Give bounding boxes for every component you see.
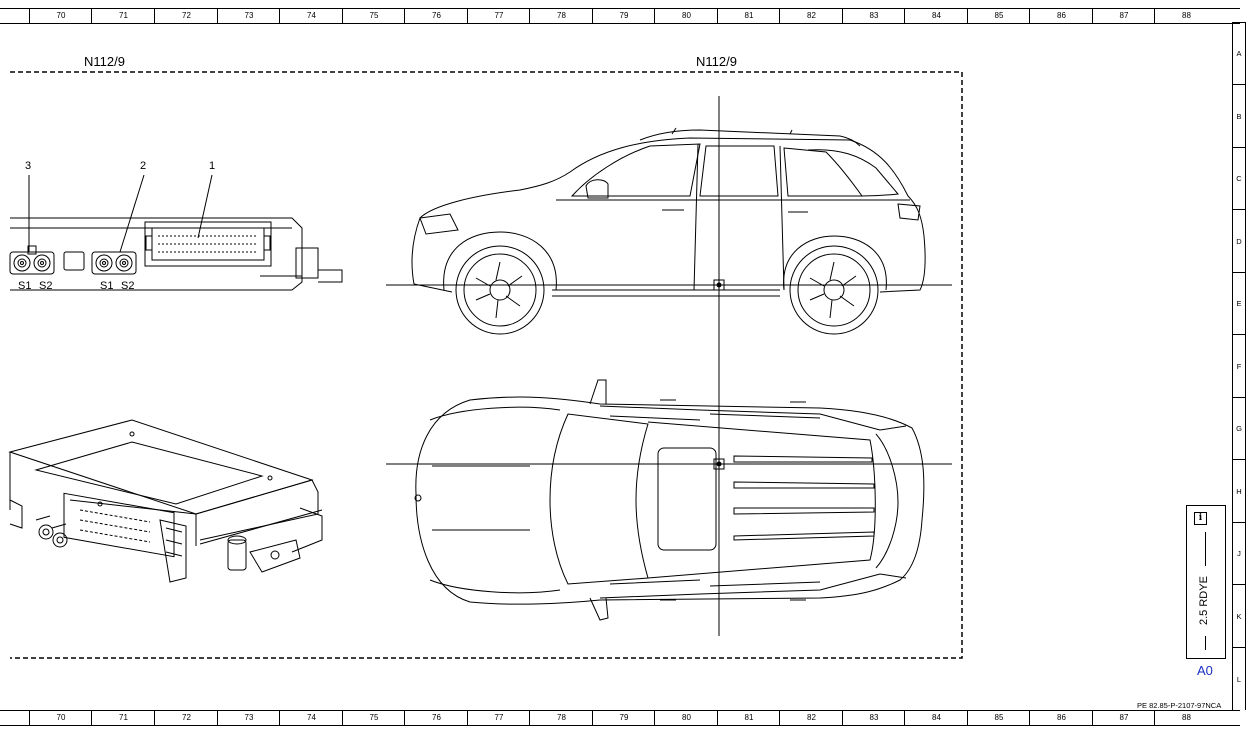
component-position-marker-top: [713, 458, 725, 470]
wire-spec-label: 2.5 RDYE: [1189, 566, 1219, 636]
row-cell: G: [1233, 397, 1245, 460]
row-cell: C: [1233, 147, 1245, 210]
ruler-cell: 79: [592, 9, 655, 23]
control-unit-front-view: [9, 174, 343, 291]
component-label-left: N112/9: [84, 54, 125, 69]
ruler-cell: 82: [779, 711, 843, 725]
ruler-cell: 77: [467, 711, 530, 725]
ruler-cell: 72: [154, 711, 218, 725]
connector-label-s1: S1: [100, 280, 114, 292]
row-cell: D: [1233, 209, 1245, 273]
ruler-cell: 73: [217, 9, 280, 23]
top-grid-ruler: 70 71 72 73 74 75 76 77 78 79 80 81 82 8…: [0, 8, 1240, 24]
ruler-cell: 80: [654, 711, 718, 725]
ruler-cell: 71: [91, 9, 155, 23]
row-cell: H: [1233, 459, 1245, 523]
row-grid-ruler: A B C D E F G H J K L: [1232, 22, 1246, 710]
ruler-cell: 74: [279, 9, 343, 23]
coax-connector-group-1: [9, 245, 55, 275]
control-unit-isometric-view: [8, 419, 323, 583]
leader-line-1: [197, 174, 213, 239]
row-cell: K: [1233, 584, 1245, 648]
ruler-cell: 85: [967, 9, 1030, 23]
row-cell: J: [1233, 522, 1245, 585]
row-cell: F: [1233, 334, 1245, 398]
info-icon[interactable]: i: [1194, 512, 1207, 525]
ruler-cell: 75: [342, 9, 405, 23]
ruler-cell: 86: [1029, 9, 1093, 23]
row-cell: A: [1233, 22, 1245, 85]
row-cell: L: [1233, 647, 1245, 711]
component-label-right: N112/9: [696, 54, 737, 69]
ruler-cell: 78: [529, 9, 593, 23]
ruler-cell: 79: [592, 711, 655, 725]
ruler-cell: 73: [217, 711, 280, 725]
ruler-cell: 71: [91, 711, 155, 725]
callout-1: 1: [209, 160, 216, 172]
callout-2: 2: [140, 160, 147, 172]
component-boundary: [10, 71, 963, 659]
ruler-cell: 80: [654, 9, 718, 23]
leader-line-2: [119, 174, 145, 253]
row-cell: B: [1233, 84, 1245, 148]
callout-3: 3: [25, 160, 32, 172]
connection-link-a0[interactable]: A0: [1197, 663, 1213, 678]
ruler-cell: 82: [779, 9, 843, 23]
ruler-cell: 70: [29, 711, 92, 725]
ruler-cell: 78: [529, 711, 593, 725]
ruler-cell: 83: [842, 711, 905, 725]
ruler-cell: 87: [1092, 9, 1155, 23]
coax-connector-group-2: [91, 251, 137, 275]
ruler-cell: 72: [154, 9, 218, 23]
vehicle-side-view: [386, 96, 952, 400]
ruler-cell: 84: [904, 9, 968, 23]
connector-label-s2: S2: [39, 280, 53, 292]
ruler-cell: 76: [404, 711, 468, 725]
ruler-cell: 81: [717, 711, 780, 725]
ruler-cell: 83: [842, 9, 905, 23]
ruler-cell: 74: [279, 711, 343, 725]
ruler-cell: 84: [904, 711, 968, 725]
document-code: PE 82.85-P-2107-97NCA: [1137, 701, 1222, 710]
ruler-cell: 77: [467, 9, 530, 23]
ruler-cell: 88: [1154, 711, 1218, 725]
ruler-cell: 87: [1092, 711, 1155, 725]
ruler-cell: 75: [342, 711, 405, 725]
row-cell: E: [1233, 272, 1245, 335]
ruler-cell: 70: [29, 9, 92, 23]
wire-legend-box: i 2.5 RDYE: [1186, 505, 1226, 659]
bottom-grid-ruler: 70 71 72 73 74 75 76 77 78 79 80 81 82 8…: [0, 710, 1240, 726]
ruler-cell: 76: [404, 9, 468, 23]
ruler-cell: 81: [717, 9, 780, 23]
ruler-cell: 86: [1029, 711, 1093, 725]
ruler-cell: 88: [1154, 9, 1218, 23]
vehicle-top-view: [386, 379, 952, 636]
component-position-marker-side: [713, 279, 725, 291]
connector-label-s2: S2: [121, 280, 135, 292]
ruler-cell: 85: [967, 711, 1030, 725]
connector-label-s1: S1: [18, 280, 32, 292]
